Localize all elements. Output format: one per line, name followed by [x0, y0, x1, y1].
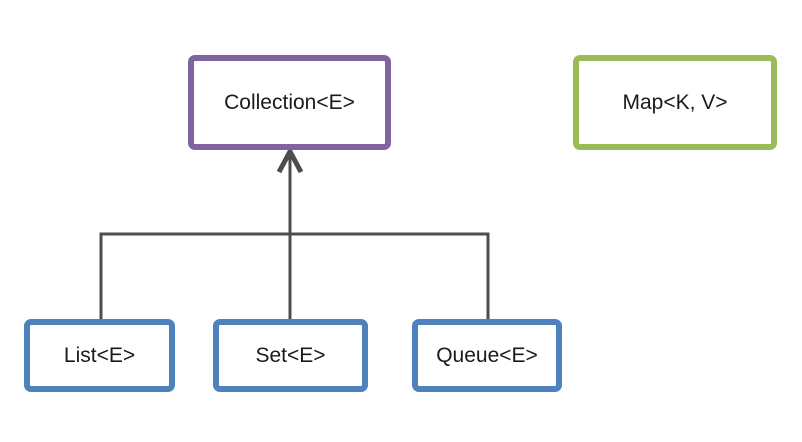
inheritance-arrowhead-icon — [276, 146, 304, 174]
node-map: Map<K, V> — [573, 55, 777, 150]
node-map-label: Map<K, V> — [622, 90, 728, 114]
node-collection: Collection<E> — [188, 55, 391, 150]
node-list-label: List<E> — [63, 343, 136, 367]
node-queue: Queue<E> — [412, 319, 562, 392]
node-queue-label: Queue<E> — [436, 343, 538, 367]
node-list: List<E> — [24, 319, 175, 392]
node-set: Set<E> — [213, 319, 368, 392]
node-set-label: Set<E> — [255, 343, 326, 367]
node-collection-label: Collection<E> — [224, 90, 355, 114]
